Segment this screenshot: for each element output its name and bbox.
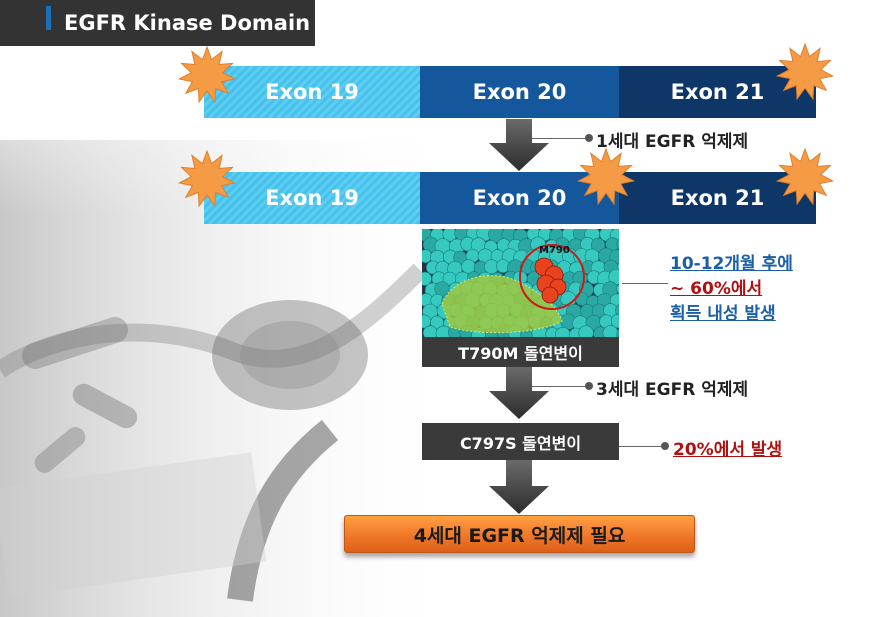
exon-20-label: Exon 20 bbox=[472, 186, 567, 210]
molecule-atom bbox=[610, 313, 619, 329]
exon-20-label: Exon 20 bbox=[472, 80, 567, 104]
title-accent-bar bbox=[46, 6, 51, 30]
t790m-mutation-label: T790M 돌연변이 bbox=[458, 344, 583, 363]
first-gen-inhibitor-label: 1세대 EGFR 억제제 bbox=[596, 132, 749, 152]
m790-highlight-ring bbox=[519, 244, 585, 310]
t790m-note-line1: 10-12개월 후에 bbox=[670, 254, 793, 274]
t790m-note-line2: ~ 60%에서 bbox=[670, 279, 763, 299]
molecule-atom bbox=[615, 303, 619, 318]
c797s-note: 20%에서 발생 bbox=[673, 440, 783, 460]
molecule-atom bbox=[616, 283, 619, 295]
molecule-atom bbox=[602, 325, 619, 337]
exon-19-row2: Exon 19 bbox=[204, 172, 420, 224]
t790m-note-line3: 획득 내성 발생 bbox=[670, 304, 776, 324]
m790-label: M790 bbox=[539, 245, 570, 256]
exon-20-row1: Exon 20 bbox=[420, 66, 619, 118]
callout-line bbox=[622, 283, 668, 284]
title-bar: EGFR Kinase Domain bbox=[0, 0, 315, 46]
fourth-gen-inhibitor-needed-box: 4세대 EGFR 억제제 필요 bbox=[344, 515, 695, 553]
t790m-molecule-image: M790 bbox=[422, 229, 619, 337]
c797s-mutation-label-box: C797S 돌연변이 bbox=[422, 423, 619, 460]
exon-19-label: Exon 19 bbox=[265, 186, 359, 210]
mutation-burst-icon bbox=[776, 43, 834, 101]
c797s-mutation-label: C797S 돌연변이 bbox=[459, 433, 582, 453]
callout-dot-icon bbox=[585, 382, 593, 390]
down-arrow-icon bbox=[489, 460, 549, 514]
down-arrow-icon bbox=[489, 367, 549, 419]
third-gen-inhibitor-label: 3세대 EGFR 억제제 bbox=[596, 380, 749, 400]
exon-21-label: Exon 21 bbox=[670, 80, 765, 104]
mutation-burst-icon bbox=[776, 148, 834, 206]
callout-line bbox=[619, 446, 665, 447]
exon-19-label: Exon 19 bbox=[265, 80, 359, 104]
fourth-gen-inhibitor-label: 4세대 EGFR 억제제 필요 bbox=[413, 524, 626, 547]
m790-residue-atom bbox=[541, 286, 559, 304]
exon-19-row1: Exon 19 bbox=[204, 66, 420, 118]
callout-dot-icon bbox=[585, 134, 593, 142]
down-arrow-icon bbox=[489, 119, 549, 171]
molecule-atom bbox=[616, 328, 619, 337]
mutation-burst-icon bbox=[178, 150, 236, 208]
molecule-atom bbox=[578, 325, 594, 337]
exon-21-label: Exon 21 bbox=[670, 186, 765, 210]
page-title: EGFR Kinase Domain bbox=[64, 11, 311, 35]
molecule-render: M790 bbox=[422, 229, 619, 337]
molecule-atom bbox=[422, 325, 438, 337]
molecule-atom bbox=[616, 238, 619, 250]
callout-dot-icon bbox=[661, 442, 669, 450]
callout-line bbox=[532, 138, 587, 139]
callout-line bbox=[532, 386, 587, 387]
mutation-burst-icon bbox=[178, 46, 236, 104]
t790m-mutation-label-box: T790M 돌연변이 bbox=[422, 337, 619, 367]
mutation-burst-icon bbox=[577, 148, 635, 206]
molecule-atom bbox=[422, 271, 432, 286]
